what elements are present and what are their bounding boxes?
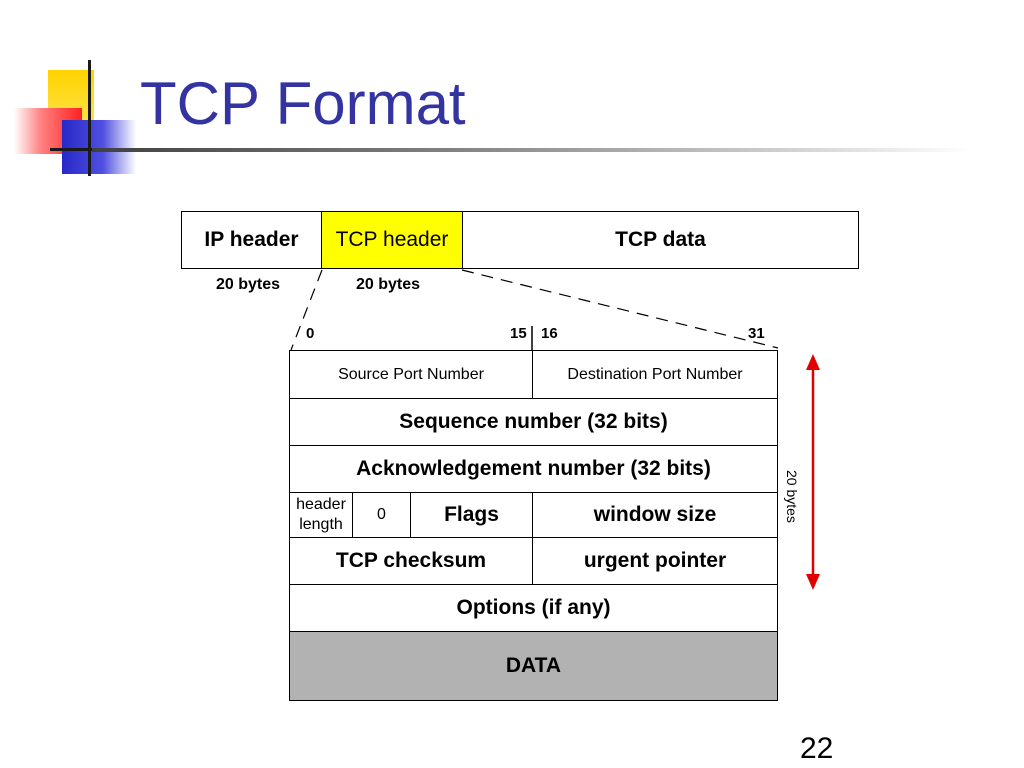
row-ports: Source Port Number Destination Port Numb…	[290, 351, 777, 399]
header-length-cell: header length	[290, 493, 352, 537]
tcp-header-table: Source Port Number Destination Port Numb…	[289, 350, 778, 701]
dashed-connector-left	[290, 269, 323, 351]
tcp-data-segment: TCP data	[615, 228, 706, 251]
ack-number-cell: Acknowledgement number (32 bits)	[356, 457, 711, 480]
dashed-connector-right	[461, 269, 779, 349]
ip-header-segment: IP header	[182, 212, 322, 268]
header-size-label: 20 bytes	[784, 470, 800, 523]
bit-label-16: 16	[541, 325, 558, 342]
flags-cell: Flags	[410, 493, 532, 537]
header-length-line-1: header	[296, 496, 346, 513]
row-options: Options (if any)	[290, 585, 777, 632]
data-cell: DATA	[505, 654, 562, 677]
options-cell: Options (if any)	[456, 596, 611, 619]
logo-vertical-line	[88, 60, 91, 176]
row-checksum: TCP checksum urgent pointer	[290, 538, 777, 585]
page-number: 22	[800, 732, 834, 765]
tcp-header-segment: TCP header	[322, 212, 463, 268]
row-sequence: Sequence number (32 bits)	[290, 399, 777, 446]
row-flags: header length 0 Flags window size	[290, 493, 777, 538]
ip-bytes-label: 20 bytes	[216, 276, 281, 293]
slide-title: TCP Format	[140, 70, 466, 137]
window-size-cell: window size	[532, 493, 777, 537]
packet-bar: IP header TCP header TCP data	[181, 211, 859, 269]
header-length-line-2: length	[299, 516, 343, 533]
row-data: DATA	[290, 632, 777, 701]
bit-label-31: 31	[748, 325, 765, 342]
source-port-cell: Source Port Number	[338, 365, 484, 383]
urgent-pointer-cell: urgent pointer	[532, 538, 777, 584]
tcp-bytes-label: 20 bytes	[356, 276, 421, 293]
size-arrow	[806, 354, 820, 590]
title-underline	[92, 148, 972, 152]
logo-blue-square	[62, 120, 136, 174]
row-ack: Acknowledgement number (32 bits)	[290, 446, 777, 493]
bit-label-15: 15	[510, 325, 527, 342]
sequence-number-cell: Sequence number (32 bits)	[399, 410, 668, 433]
bit-label-0: 0	[306, 325, 315, 342]
reserved-zero-cell: 0	[352, 493, 410, 537]
destination-port-cell: Destination Port Number	[532, 351, 777, 398]
tcp-checksum-cell: TCP checksum	[335, 549, 487, 572]
